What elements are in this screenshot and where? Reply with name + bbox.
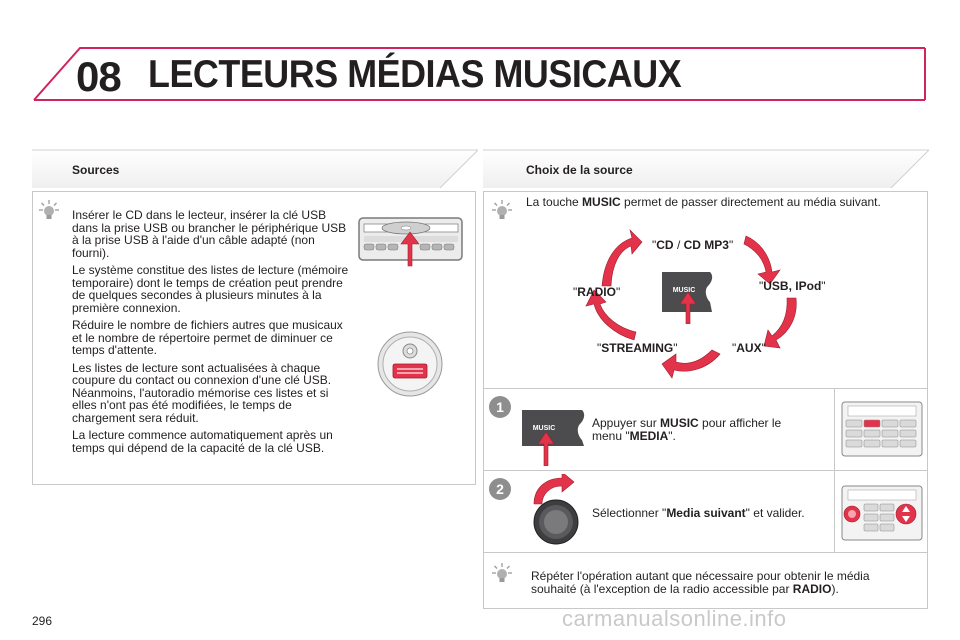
left-panel-title: Sources (72, 163, 120, 177)
step-number-badge: 1 (489, 396, 511, 418)
radio-panel-step1-illustration (841, 401, 923, 457)
tip-bulb-icon (492, 563, 512, 582)
header-frame (33, 47, 926, 101)
cycle-label-usb: "USB, IPod" (759, 279, 826, 293)
step-number-badge: 2 (489, 478, 511, 500)
cycle-label-aux: "AUX" (732, 341, 766, 355)
step-divider (483, 552, 928, 553)
cycle-label-streaming: "STREAMING" (597, 341, 678, 355)
footer-note-text: Répéter l'opération autant que nécessair… (531, 569, 870, 596)
step-divider (483, 388, 928, 389)
cycle-label-radio: "RADIO" (573, 285, 621, 299)
sources-paragraph: Insérer le CD dans le lecteur, insérer l… (72, 208, 347, 260)
media-cycle-arrows (585, 229, 797, 379)
chapter-number: 08 (76, 53, 122, 100)
right-panel-header (483, 149, 929, 189)
music-key-label: MUSIC (533, 425, 556, 432)
left-panel-header (32, 149, 478, 189)
tip-bulb-icon (39, 200, 59, 219)
step1-text: Appuyer sur MUSIC pour afficher le menu … (592, 416, 782, 443)
sources-paragraph: Réduire le nombre de fichiers autres que… (72, 318, 343, 357)
step-divider (483, 470, 928, 471)
watermark: carmanualsonline.info (562, 606, 787, 631)
sources-paragraph: Les listes de lecture sont actualisées à… (72, 360, 332, 425)
rotary-knob-illustration (533, 474, 579, 545)
sources-paragraph: La lecture commence automatiquement aprè… (72, 428, 333, 455)
left-panel-body: Insérer le CD dans le lecteur, insérer l… (72, 209, 352, 459)
music-key-illustration: MUSIC (662, 272, 713, 324)
tip-bulb-icon (492, 200, 512, 219)
radio-panel-step2-illustration (841, 485, 923, 541)
usb-socket-illustration (377, 331, 443, 397)
music-key-step1-illustration: MUSIC (522, 410, 585, 466)
step2-text: Sélectionner "Media suivant" et valider. (592, 506, 805, 520)
right-panel-title: Choix de la source (526, 163, 633, 177)
page-number: 296 (32, 614, 53, 628)
music-key-label: MUSIC (673, 287, 696, 294)
cycle-label-cd: "CD / CD MP3" (652, 238, 734, 252)
step-divider-vertical (834, 388, 835, 552)
music-intro-text: La touche MUSIC permet de passer directe… (526, 195, 881, 209)
chapter-title: LECTEURS MÉDIAS MUSICAUX (148, 53, 682, 96)
sources-paragraph: Le système constitue des listes de lectu… (72, 263, 349, 315)
car-radio-cd-illustration (358, 217, 463, 267)
